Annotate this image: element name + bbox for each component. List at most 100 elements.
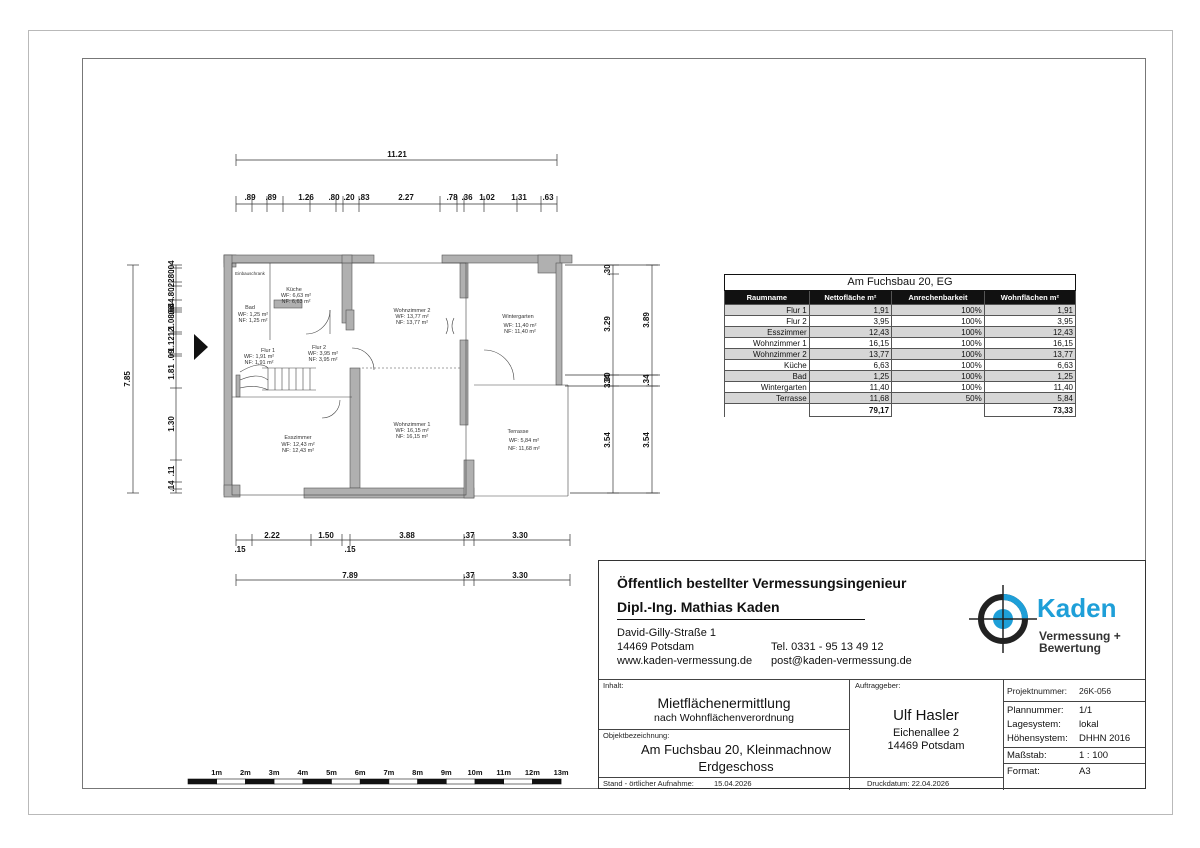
website-link[interactable]: www.kaden-vermessung.de: [617, 655, 753, 667]
svg-text:NF: 6,63 m²: NF: 6,63 m²: [281, 299, 310, 305]
logo-name: Kaden: [1037, 593, 1117, 623]
svg-text:Bad: Bad: [245, 305, 255, 311]
objekt-line1: Am Fuchsbau 20, Kleinmachnow: [640, 742, 832, 757]
client-name: Ulf Hasler: [893, 707, 959, 724]
dim-left-4: .80: [167, 287, 176, 299]
area-table-header: Raumname Nettofläche m² Anrechenbarkeit …: [724, 290, 1077, 305]
sum-net: 79,17: [808, 403, 893, 417]
dim-top-9: .36: [461, 193, 473, 202]
dim-bottom-total: 7.89: [342, 571, 358, 580]
dim-right-outer-3: 3.54: [642, 432, 651, 448]
dim-left-13: 1.30: [167, 416, 176, 432]
dim-right-outer-2: .34: [642, 374, 651, 386]
format-label: Format:: [1007, 766, 1040, 777]
dim-left-1: .04: [167, 260, 176, 272]
objekt-line2: Erdgeschoss: [698, 759, 774, 774]
scale-tick-2: 2m: [240, 768, 251, 777]
stand-label: Stand - örtlicher Aufnahme:: [603, 779, 694, 788]
interior-lines: [231, 262, 569, 497]
svg-text:NF: 12,43 m²: NF: 12,43 m²: [282, 448, 314, 454]
dim-left-14: .11: [167, 465, 176, 476]
dim-top-2: .89: [265, 193, 277, 202]
walls: [223, 254, 573, 499]
svg-text:WF: 12,43 m²: WF: 12,43 m²: [281, 442, 314, 448]
dim-top-7: 2.27: [398, 193, 414, 202]
dim-top-11: 1.31: [511, 193, 527, 202]
lage-label: Lagesystem:: [1007, 719, 1061, 730]
svg-text:NF: 3,95 m²: NF: 3,95 m²: [308, 357, 337, 363]
inhalt-title: Mietflächenermittlung: [657, 695, 791, 711]
scale-tick-10: 10m: [467, 768, 482, 777]
objekt-label: Objektbezeichnung:: [603, 731, 670, 740]
dim-right-inner-1: .30: [603, 264, 612, 276]
dim-top-8: .78: [446, 193, 458, 202]
hoehe-value: DHHN 2016: [1079, 733, 1131, 744]
dim-left-5: .44: [167, 298, 176, 310]
dim-left-10: 1.12: [167, 336, 176, 352]
inhalt-subtitle: nach Wohnflächenverordnung: [654, 712, 794, 724]
title-block: Öffentlich bestellter Vermessungsingenie…: [598, 560, 1146, 790]
dim-bottom-1: 2.22: [264, 531, 280, 540]
svg-text:Flur 1: Flur 1: [261, 348, 275, 354]
dim-left-2: .80: [167, 269, 176, 281]
dim-top-5: .20: [343, 193, 355, 202]
dim-top-3: 1.26: [298, 193, 314, 202]
dim-top-4: .80: [328, 193, 340, 202]
dim-bottom-total-37: .37: [463, 571, 475, 580]
svg-text:Wohnzimmer 2: Wohnzimmer 2: [394, 308, 431, 314]
sheet-outer-frame: [28, 30, 1173, 815]
druck-label: Druckdatum: 22.04.2026: [867, 779, 950, 788]
svg-text:WF: 1,25 m²: WF: 1,25 m²: [238, 312, 268, 318]
dim-left-7: .06: [167, 305, 176, 317]
dim-bottom-5: 3.30: [512, 531, 528, 540]
svg-text:Küche: Küche: [286, 287, 302, 293]
dim-right-outer-1: 3.89: [642, 312, 651, 328]
dim-left-8: 1.08: [167, 314, 176, 330]
svg-text:NF: 1,91 m²: NF: 1,91 m²: [244, 360, 273, 366]
svg-text:NF: 11,40 m²: NF: 11,40 m²: [504, 329, 536, 335]
hoehe-label: Höhensystem:: [1007, 733, 1068, 744]
stand-date: 15.04.2026: [714, 779, 752, 788]
dim-bottom-2: 1.50: [318, 531, 334, 540]
svg-text:Esszimmer: Esszimmer: [284, 435, 311, 441]
dim-right-inner-5: 3.54: [603, 432, 612, 448]
area-table: Am Fuchsbau 20, EG Raumname Nettofläche …: [724, 274, 1077, 417]
surveyor-name: Dipl.-Ing. Mathias Kaden: [617, 599, 780, 615]
svg-text:WF: 6,63 m²: WF: 6,63 m²: [281, 293, 311, 299]
svg-text:WF: 16,15 m²: WF: 16,15 m²: [395, 428, 428, 434]
svg-text:NF: 1,25 m²: NF: 1,25 m²: [238, 318, 267, 324]
entrance-arrow-icon: [194, 334, 208, 360]
dim-left-9: .12: [167, 327, 176, 339]
projekt-label: Projektnummer:: [1007, 686, 1067, 696]
svg-text:Terrasse: Terrasse: [507, 429, 528, 435]
dim-bottom-4: .37: [463, 531, 475, 540]
dim-top-1: .89: [244, 193, 256, 202]
dim-bottom-total-330: 3.30: [512, 571, 528, 580]
scale-tick-9: 9m: [441, 768, 452, 777]
dimension-lines: [127, 154, 660, 586]
svg-text:WF: 13,77 m²: WF: 13,77 m²: [395, 314, 428, 320]
svg-text:WF: 5,84 m²: WF: 5,84 m²: [509, 438, 539, 444]
scale-tick-7: 7m: [383, 768, 394, 777]
email-link[interactable]: post@kaden-vermessung.de: [771, 655, 912, 667]
lage-value: lokal: [1079, 719, 1099, 730]
room-misc-label: Einbauschrank: [235, 271, 266, 276]
scale-tick-13: 13m: [554, 768, 569, 777]
svg-text:WF: 11,40 m²: WF: 11,40 m²: [504, 323, 537, 329]
room-labels: Einbauschrank Küche WF: 6,63 m² NF: 6,63…: [235, 271, 540, 454]
svg-text:NF: 11,68 m²: NF: 11,68 m²: [508, 446, 540, 452]
scale-tick-5: 5m: [326, 768, 337, 777]
dim-right-inner-4: 3.30: [603, 372, 612, 388]
projekt-value: 26K-056: [1079, 686, 1112, 696]
scale-tick-1: 1m: [211, 768, 222, 777]
massstab-label: Maßstab:: [1007, 750, 1047, 761]
sum-living: 73,33: [983, 403, 1077, 417]
